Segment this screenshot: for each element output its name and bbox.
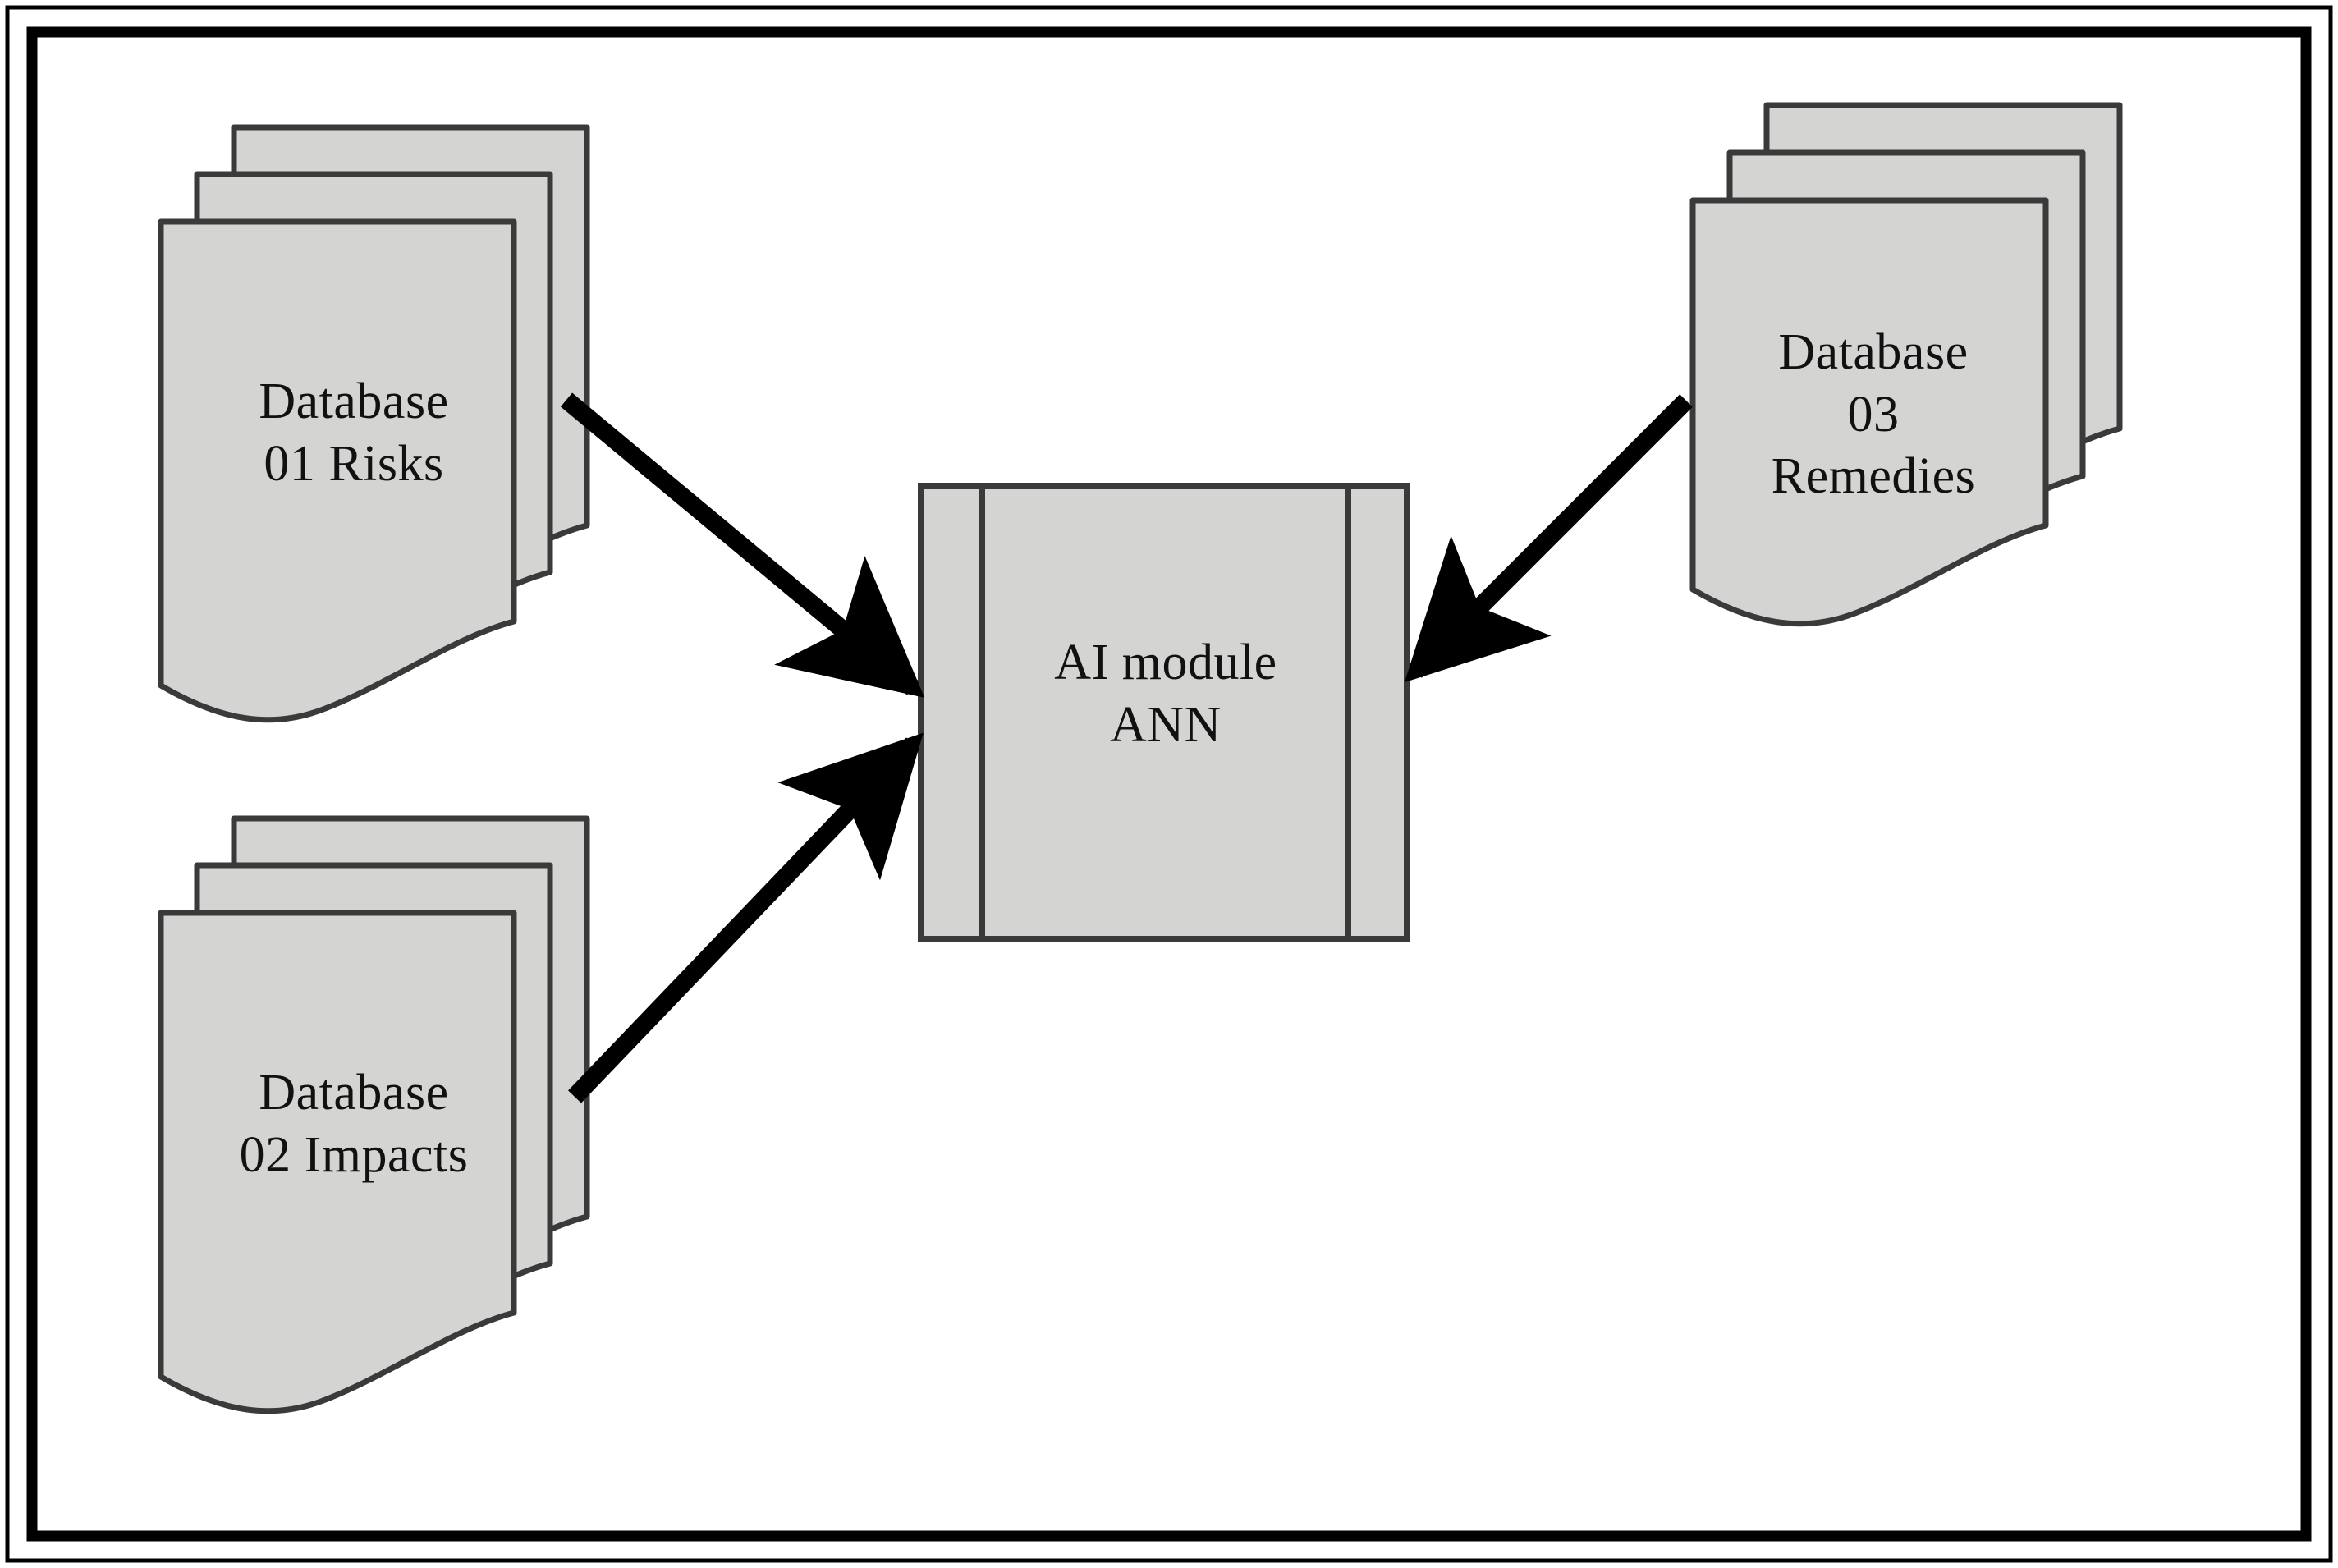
edge-db01-to-ai bbox=[560, 392, 925, 698]
node-ai-module-ann[interactable] bbox=[918, 483, 1410, 942]
db03-sheet-front bbox=[1689, 197, 2049, 627]
db02-sheet-front bbox=[158, 910, 517, 1414]
db01-sheet-front bbox=[158, 218, 517, 723]
node-database-01-risks[interactable] bbox=[158, 124, 590, 723]
ai-module-body bbox=[918, 483, 1410, 942]
node-database-02-impacts[interactable] bbox=[158, 815, 590, 1414]
node-database-03-remedies[interactable] bbox=[1689, 102, 2123, 627]
edge-db03-to-ai bbox=[1404, 394, 1693, 683]
outer-frame bbox=[5, 5, 2333, 1563]
edge-db02-to-ai bbox=[568, 732, 924, 1103]
